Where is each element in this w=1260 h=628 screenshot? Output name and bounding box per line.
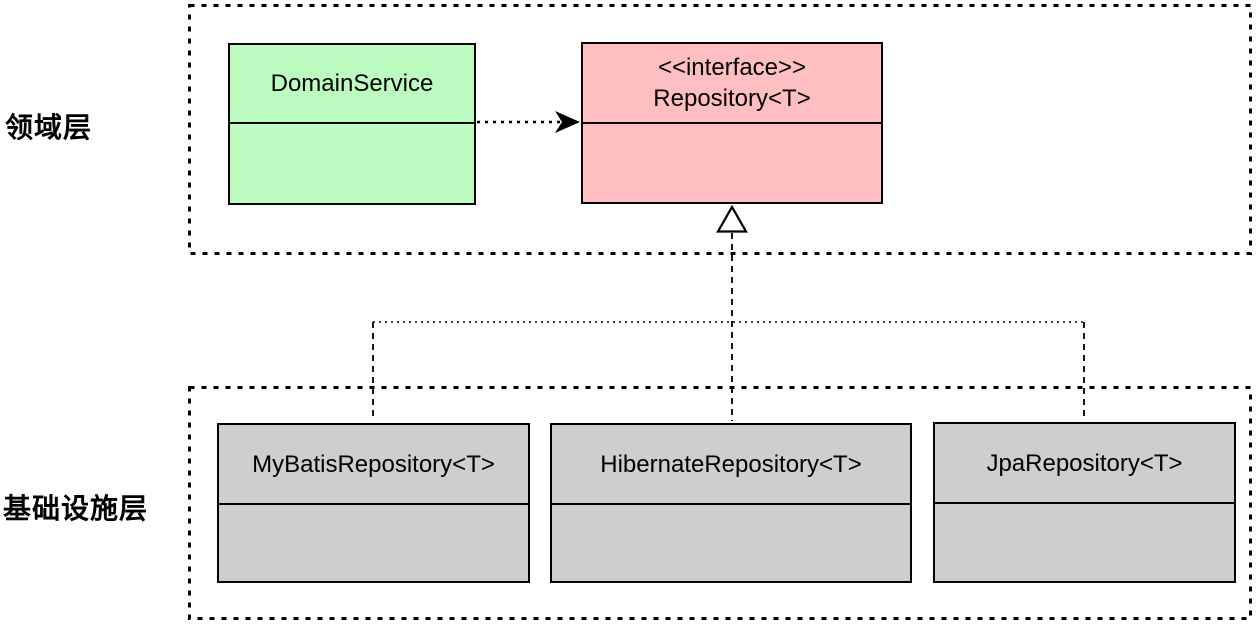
- class-name: HibernateRepository<T>: [600, 450, 862, 478]
- dependency-arrowhead-icon: [555, 111, 580, 133]
- realization-triangle-icon: [716, 204, 748, 233]
- stereotype-label: <<interface>>: [657, 54, 807, 81]
- class-name: JpaRepository<T>: [986, 449, 1183, 477]
- class-jpa-repository: JpaRepository<T>: [933, 422, 1236, 583]
- domain-layer-border: [188, 4, 1252, 255]
- class-name: DomainService: [270, 70, 434, 97]
- class-name: MyBatisRepository<T>: [252, 450, 495, 478]
- class-members-compartment: [552, 505, 910, 581]
- infrastructure-layer-label: 基础设施层: [3, 493, 149, 524]
- domain-layer-label: 领域层: [5, 112, 93, 143]
- class-name-compartment: JpaRepository<T>: [935, 424, 1234, 504]
- class-repository-interface: <<interface>> Repository<T>: [581, 42, 883, 204]
- class-members-compartment: [583, 124, 881, 202]
- class-name: Repository<T>: [653, 85, 811, 112]
- class-name-compartment: HibernateRepository<T>: [552, 425, 910, 505]
- class-members-compartment: [935, 504, 1234, 581]
- class-members-compartment: [219, 505, 528, 581]
- class-name-compartment: <<interface>> Repository<T>: [583, 44, 881, 124]
- class-domain-service: DomainService: [228, 43, 476, 205]
- class-name-compartment: MyBatisRepository<T>: [219, 425, 528, 505]
- class-hibernate-repository: HibernateRepository<T>: [550, 423, 912, 583]
- class-name-compartment: DomainService: [230, 45, 474, 124]
- class-mybatis-repository: MyBatisRepository<T>: [217, 423, 530, 583]
- infrastructure-layer-border: [188, 386, 1252, 620]
- class-members-compartment: [230, 124, 474, 203]
